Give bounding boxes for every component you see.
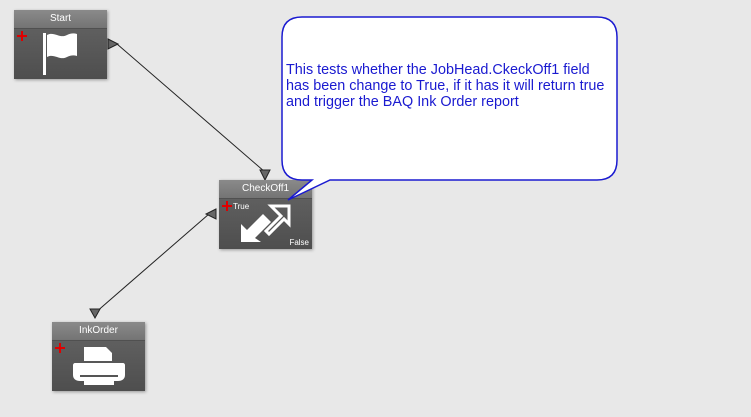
start-output-port[interactable] bbox=[107, 38, 120, 50]
node-inkorder[interactable]: InkOrder bbox=[52, 322, 145, 391]
node-start-body[interactable] bbox=[14, 29, 107, 79]
node-inkorder-body[interactable] bbox=[52, 341, 145, 391]
node-checkoff[interactable]: CheckOff1 True False bbox=[219, 180, 312, 249]
port-true-label: True bbox=[233, 202, 250, 211]
printer-icon bbox=[73, 347, 125, 385]
annotation-text: This tests whether the JobHead.CkeckOff1… bbox=[286, 62, 605, 110]
connector-start-to-checkoff[interactable] bbox=[116, 43, 266, 173]
node-inkorder-title: InkOrder bbox=[52, 322, 145, 341]
node-start[interactable]: Start bbox=[14, 10, 107, 79]
port-false-label: False bbox=[289, 238, 309, 247]
node-checkoff-title: CheckOff1 bbox=[219, 180, 312, 199]
add-icon[interactable] bbox=[222, 201, 232, 211]
checkoff-input-port[interactable] bbox=[259, 169, 271, 182]
add-icon[interactable] bbox=[55, 343, 65, 353]
connector-checkoff-to-inkorder[interactable] bbox=[94, 213, 210, 314]
add-icon[interactable] bbox=[17, 31, 27, 41]
swap-arrows-icon bbox=[241, 204, 291, 242]
flag-icon bbox=[43, 33, 77, 75]
node-start-title: Start bbox=[14, 10, 107, 29]
node-checkoff-body[interactable]: True False bbox=[219, 199, 312, 249]
checkoff-output-port[interactable] bbox=[204, 208, 217, 220]
inkorder-input-port[interactable] bbox=[89, 308, 101, 320]
